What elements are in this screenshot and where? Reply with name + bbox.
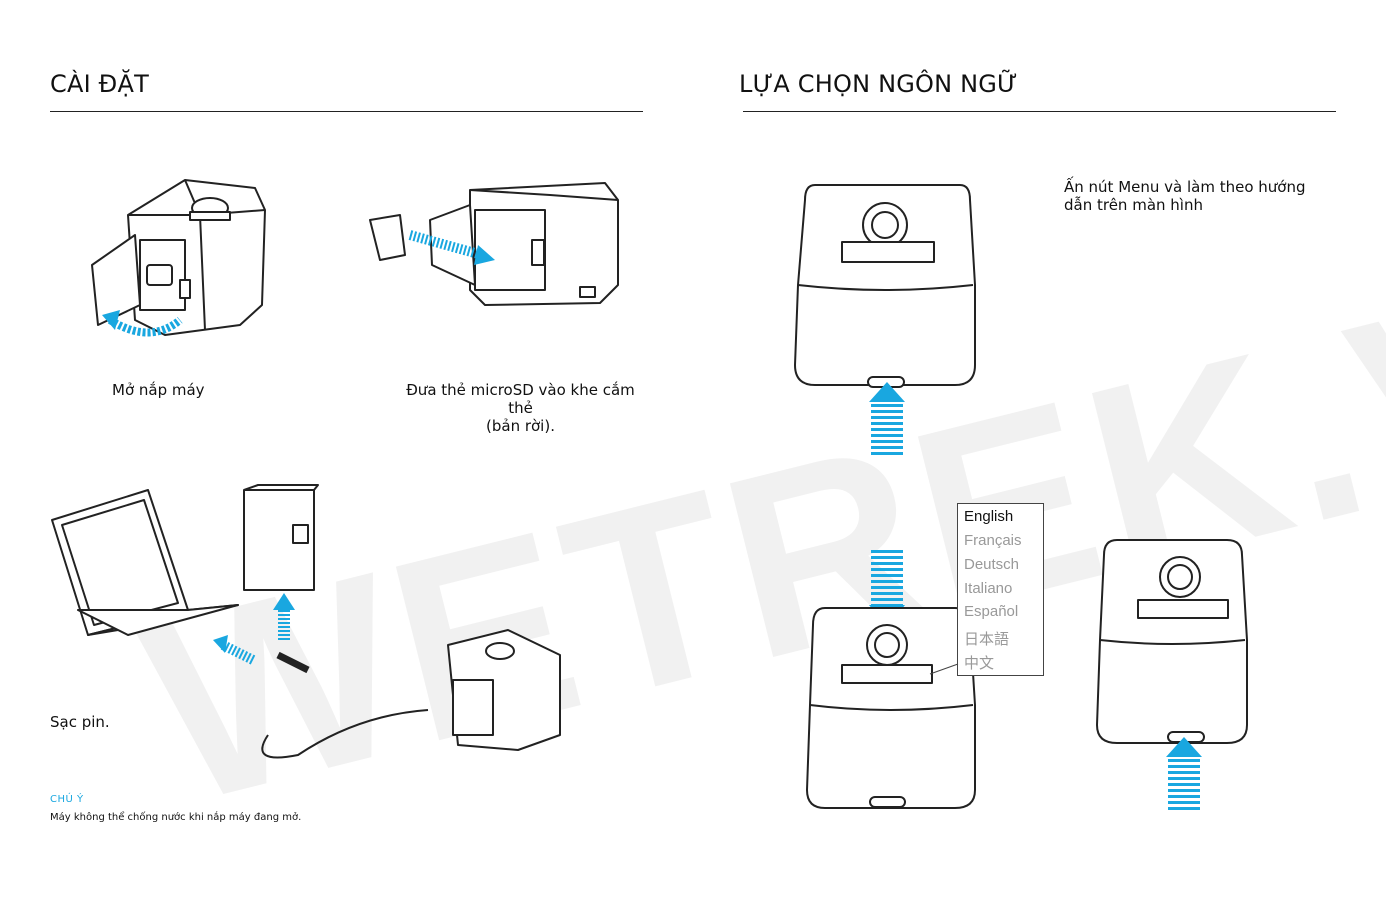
step-insert-line2: (bản rời). xyxy=(486,417,555,435)
language-option-german[interactable]: Deutsch xyxy=(964,556,1020,573)
camera-front-illustration xyxy=(794,184,976,455)
language-heading: LỰA CHỌN NGÔN NGỮ xyxy=(739,70,1018,98)
language-option-italian[interactable]: Italiano xyxy=(964,580,1013,597)
language-option-chinese[interactable]: 中文 xyxy=(964,654,995,672)
camera-menu-illustration xyxy=(806,550,976,809)
note-title: CHÚ Ý xyxy=(50,794,84,805)
language-option-english[interactable]: English xyxy=(964,508,1014,525)
step-insert-caption: Đưa thẻ microSD vào khe cắm thẻ (bản rời… xyxy=(393,381,648,435)
callout-line xyxy=(929,663,959,675)
language-instruction-line1: Ấn nút Menu và làm theo hướng xyxy=(1064,178,1306,196)
note-text: Máy không thể chống nước khi nắp máy đan… xyxy=(50,812,302,823)
language-divider xyxy=(743,111,1336,112)
step-insert-line1: Đưa thẻ microSD vào khe cắm thẻ xyxy=(406,381,635,417)
language-option-japanese[interactable]: 日本語 xyxy=(964,630,1010,648)
step-open-caption: Mở nắp máy xyxy=(112,381,205,399)
camera-shutter-illustration xyxy=(1096,539,1248,810)
step-charge-caption: Sạc pin. xyxy=(50,713,110,731)
language-option-french[interactable]: Français xyxy=(964,532,1022,549)
setup-divider xyxy=(50,111,643,112)
language-option-spanish[interactable]: Español xyxy=(964,603,1019,620)
charging-illustration xyxy=(51,484,561,759)
microsd-insert-illustration xyxy=(369,182,619,306)
setup-heading: CÀI ĐẶT xyxy=(50,70,149,98)
language-list: English Français Deutsch Italiano Españo… xyxy=(957,503,1044,676)
language-instruction: Ấn nút Menu và làm theo hướng dẫn trên m… xyxy=(1064,178,1306,214)
language-instruction-line2: dẫn trên màn hình xyxy=(1064,196,1203,214)
camera-open-door-illustration xyxy=(91,179,266,337)
